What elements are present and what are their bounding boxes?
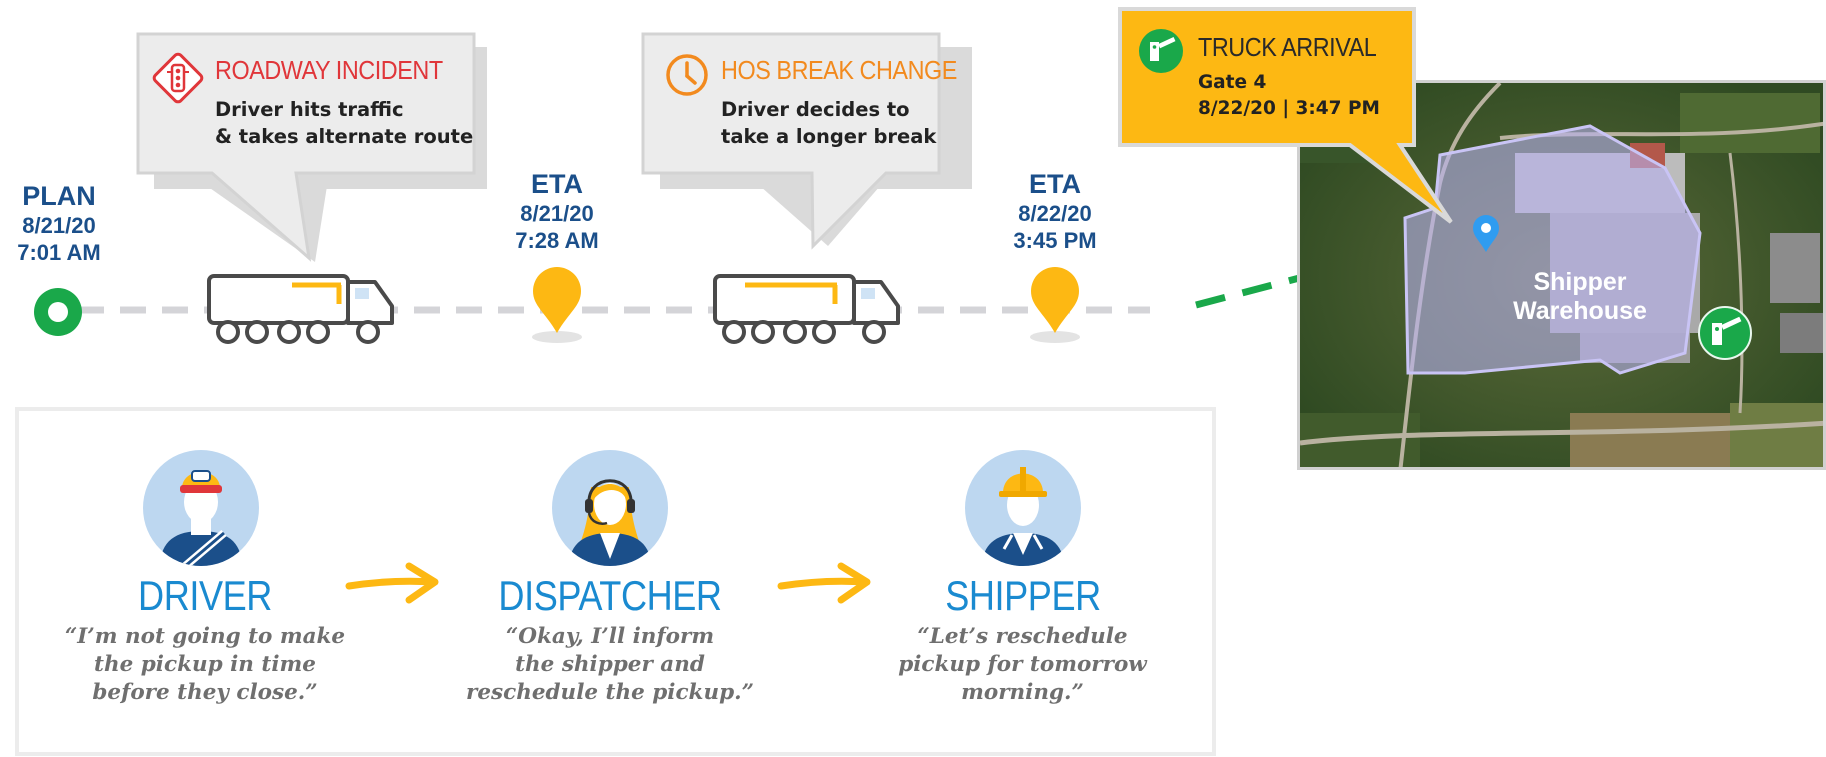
roles-panel (15, 407, 1216, 756)
truck-1-icon (207, 274, 394, 344)
map-gate-marker-icon (1697, 305, 1753, 361)
roadway-incident-desc-1: Driver hits traffic (215, 98, 404, 121)
map-label-line-2: Warehouse (1513, 297, 1647, 325)
eta1-time: 7:28 AM (515, 227, 599, 253)
shipper-quote-line-2: pickup for tomorrow (898, 652, 1147, 677)
clock-icon (664, 52, 710, 98)
eta-pin-2-icon (1030, 267, 1080, 343)
eta2-time: 3:45 PM (1013, 227, 1097, 253)
driver-role-name: DRIVER (138, 572, 272, 619)
map-warehouse-label: Shipper Warehouse (1480, 268, 1680, 326)
eta2-date: 8/22/20 (1018, 200, 1092, 226)
shipper-quote-line-1: “Let’s reschedule (917, 624, 1128, 649)
roadway-incident-desc-2: & takes alternate route (215, 125, 474, 148)
warehouse-map (1297, 80, 1826, 470)
truck-arrival-title: TRUCK ARRIVAL (1198, 32, 1377, 62)
eta-milestone-1: ETA 8/21/20 7:28 AM (496, 168, 618, 255)
driver-avatar (142, 449, 260, 567)
truck-2-icon (713, 274, 900, 344)
driver-quote-line-3: before they close.” (92, 680, 318, 705)
map-location-pin-icon (1471, 214, 1501, 254)
driver-quote: “I’m not going to make the pickup in tim… (40, 623, 370, 707)
dispatcher-quote-line-3: reschedule the pickup.” (466, 680, 754, 705)
plan-heading: PLAN (22, 181, 96, 211)
arrow-driver-to-dispatcher-icon (345, 562, 439, 604)
eta1-heading: ETA (531, 169, 583, 199)
truck-arrival-datetime: 8/22/20 | 3:47 PM (1198, 98, 1380, 119)
dispatcher-avatar (551, 449, 669, 567)
dispatcher-quote-line-1: “Okay, I’ll inform (505, 624, 715, 649)
hos-break-title: HOS BREAK CHANGE (721, 55, 957, 85)
plan-milestone: PLAN 8/21/20 7:01 AM (0, 180, 118, 267)
plan-date: 8/21/20 (22, 212, 96, 238)
driver-quote-line-2: the pickup in time (94, 652, 316, 677)
plan-time: 7:01 AM (17, 239, 101, 265)
shipper-quote-line-3: morning.” (961, 680, 1084, 705)
shipper-avatar (964, 449, 1082, 567)
gate-barrier-icon (1138, 28, 1184, 74)
truck-arrival-gate: Gate 4 (1198, 72, 1267, 93)
dispatcher-quote-line-2: the shipper and (515, 652, 705, 677)
dispatcher-role-name: DISPATCHER (498, 572, 722, 619)
eta-pin-1-icon (532, 267, 582, 343)
arrow-dispatcher-to-shipper-icon (777, 562, 871, 604)
plan-start-marker (34, 288, 82, 336)
roadway-incident-icon (150, 50, 206, 106)
dispatcher-quote: “Okay, I’ll inform the shipper and resch… (440, 623, 780, 707)
shipper-role-name: SHIPPER (945, 572, 1101, 619)
hos-break-desc-1: Driver decides to (721, 98, 910, 121)
driver-quote-line-1: “I’m not going to make (64, 624, 346, 649)
eta1-date: 8/21/20 (520, 200, 594, 226)
hos-break-desc-2: take a longer break (721, 125, 937, 148)
shipper-quote: “Let’s reschedule pickup for tomorrow mo… (870, 623, 1175, 707)
eta2-heading: ETA (1029, 169, 1081, 199)
map-label-line-1: Shipper (1533, 268, 1627, 296)
satellite-image (1300, 83, 1823, 467)
eta-milestone-2: ETA 8/22/20 3:45 PM (994, 168, 1116, 255)
roadway-incident-title: ROADWAY INCIDENT (215, 55, 443, 85)
